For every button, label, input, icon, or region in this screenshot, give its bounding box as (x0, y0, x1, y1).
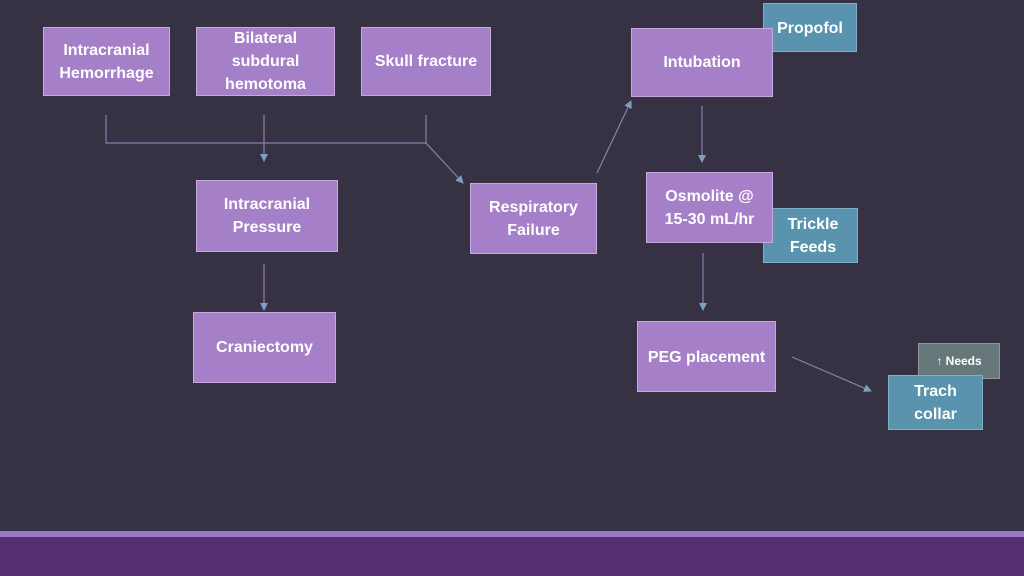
node-intracranial-pressure: Intracranial Pressure (196, 180, 338, 252)
node-intubation: Intubation (631, 28, 773, 97)
node-trickle-feeds: Trickle Feeds (763, 208, 858, 263)
connector-bracket (105, 115, 427, 144)
footer-accent-line (0, 531, 1024, 537)
node-trach-collar: Trach collar (888, 375, 983, 430)
node-propofol: Propofol (763, 3, 857, 52)
arrow-to-intubation (596, 100, 632, 174)
node-bilateral-subdural-hemotoma: Bilateral subdural hemotoma (196, 27, 335, 96)
node-respiratory-failure: Respiratory Failure (470, 183, 597, 254)
node-peg-placement: PEG placement (637, 321, 776, 392)
node-osmolite: Osmolite @ 15-30 mL/hr (646, 172, 773, 243)
node-needs: ↑ Needs (918, 343, 1000, 379)
footer-bar (0, 537, 1024, 576)
node-intracranial-hemorrhage: Intracranial Hemorrhage (43, 27, 170, 96)
node-craniectomy: Craniectomy (193, 312, 336, 383)
node-skull-fracture: Skull fracture (361, 27, 491, 96)
arrow-to-trach-collar (791, 356, 872, 392)
arrow-to-respiratory-failure (425, 142, 464, 184)
